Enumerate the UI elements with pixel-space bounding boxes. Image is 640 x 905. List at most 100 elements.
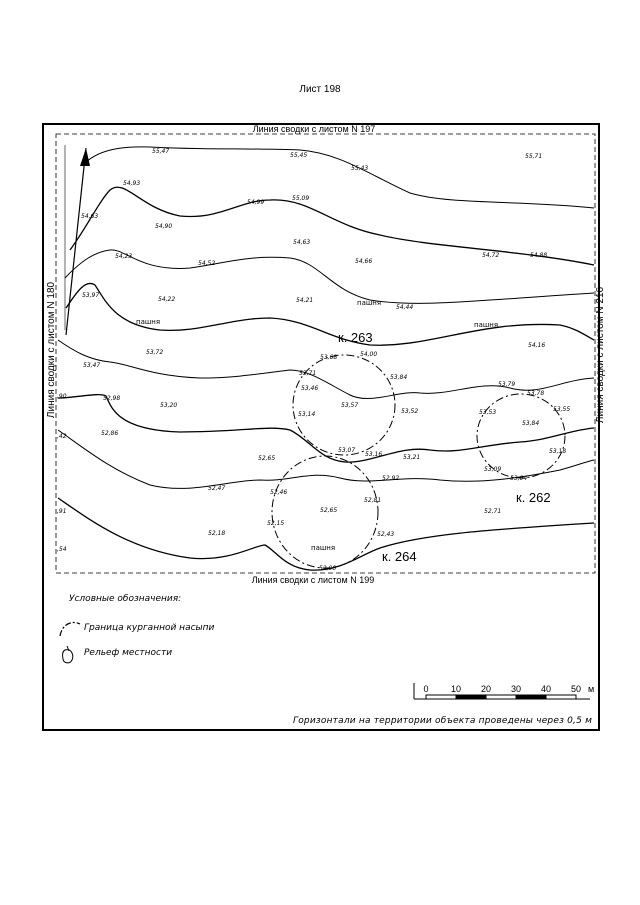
spot-height: 53,68 [320, 354, 337, 361]
mound-boundary-262 [476, 393, 566, 479]
contour-line [57, 497, 595, 571]
spot-height: 53,84 [522, 420, 539, 427]
spot-height: 54,88 [530, 252, 547, 259]
spot-height: 53,55 [553, 406, 570, 413]
contour-line [57, 429, 595, 489]
spot-height: 52,00 [319, 565, 336, 572]
spot-height: 54,00 [360, 351, 377, 358]
spot-height: 53,79 [498, 381, 515, 388]
spot-height: ,42 [57, 433, 67, 440]
scale-tick: 40 [541, 684, 551, 694]
spot-height: 54,63 [293, 239, 310, 246]
border-label-top: Линия сводки с листом N 197 [253, 124, 376, 134]
spot-height: 52,18 [208, 530, 225, 537]
field-label: пашня [474, 321, 498, 329]
legend-item-mound-boundary: Граница курганной насыпи [84, 623, 215, 633]
mound-boundaries [271, 354, 566, 569]
spot-height: 54,93 [123, 180, 140, 187]
spot-height: 52,71 [484, 508, 501, 515]
field-label: пашня [136, 318, 160, 326]
spot-height: 54,22 [158, 296, 175, 303]
spot-height: 53,57 [341, 402, 358, 409]
mound-boundary-263 [292, 354, 396, 456]
border-label-left: Линия сводки с листом N 180 [46, 281, 57, 418]
spot-height: 54,90 [155, 223, 172, 230]
spot-height: 52,46 [270, 489, 287, 496]
spot-height: 53,52 [401, 408, 418, 415]
spot-height: 52,43 [377, 531, 394, 538]
map-frame [42, 123, 600, 731]
spot-height: 55,47 [152, 148, 169, 155]
spot-height: 53,46 [301, 385, 318, 392]
spot-height: 55,43 [351, 165, 368, 172]
scale-tick: 10 [451, 684, 461, 694]
spot-height: 53,97 [82, 292, 99, 299]
spot-height: 52,15 [267, 520, 284, 527]
spot-height: 53,16 [365, 451, 382, 458]
scale-tick: 50 [571, 684, 581, 694]
spot-height: 53,84 [390, 374, 407, 381]
sheet-title: Лист 198 [299, 84, 341, 95]
spot-height: ,90 [57, 393, 67, 400]
mound-label-262: к. 262 [516, 490, 551, 505]
spot-height: 52,81 [364, 497, 381, 504]
spot-height: 54,21 [296, 297, 313, 304]
scale-bar: 0 10 20 30 40 50 м [413, 683, 594, 700]
legend-item-relief: Рельеф местности [84, 648, 173, 658]
spot-height: 54,44 [396, 304, 413, 311]
contour-line [85, 146, 595, 209]
spot-height: 54,72 [482, 252, 499, 259]
spot-height: 54,23 [115, 253, 132, 260]
spot-height: 53,72 [146, 349, 163, 356]
mound-boundary-icon [59, 621, 81, 637]
spot-height: 53,21 [403, 454, 420, 461]
spot-heights: 55,47 55,45 55,43 55,71 54,93 55,09 54,9… [57, 148, 570, 572]
spot-height: 53,14 [298, 411, 315, 418]
survey-boundary [55, 133, 596, 574]
spot-height: 52,86 [101, 430, 118, 437]
contour-line [65, 282, 595, 346]
spot-height: 52,92 [382, 475, 399, 482]
spot-height: ,54 [57, 546, 67, 553]
spot-height: 54,63 [81, 213, 98, 220]
scale-unit: м [588, 684, 594, 694]
spot-height: 54,52 [198, 260, 215, 267]
contour-interval-note: Горизонтали на территории объекта провед… [293, 716, 593, 726]
contour-lines [57, 146, 595, 571]
scale-tick: 20 [481, 684, 491, 694]
spot-height: 54,16 [528, 342, 545, 349]
mound-boundary-264 [271, 455, 379, 569]
spot-height: 53,07 [338, 447, 355, 454]
spot-height: 53,09 [484, 466, 501, 473]
spot-height: 53,71 [299, 370, 316, 377]
spot-height: 53,53 [479, 409, 496, 416]
field-label: пашня [311, 544, 335, 552]
spot-height: 54,66 [355, 258, 372, 265]
spot-height: 53,20 [160, 402, 177, 409]
spot-height: 53,18 [549, 448, 566, 455]
relief-icon [62, 645, 74, 664]
spot-height: 52,98 [103, 395, 120, 402]
spot-height: 52,47 [208, 485, 225, 492]
spot-height: 53,47 [83, 362, 100, 369]
spot-height: 52,65 [258, 455, 275, 462]
contour-line [64, 249, 595, 304]
legend-title: Условные обозначения: [69, 594, 182, 604]
spot-height: 55,71 [525, 153, 542, 160]
spot-height: 55,09 [292, 195, 309, 202]
border-label-right: Линия сводки с листом N 216 [595, 286, 606, 423]
spot-height: 53,04 [510, 475, 527, 482]
contour-line [69, 186, 595, 266]
border-label-bottom: Линия сводки с листом N 199 [252, 575, 375, 585]
contour-line [57, 339, 595, 399]
spot-height: 54,99 [247, 199, 264, 206]
contour-line [57, 393, 595, 463]
spot-height: 55,45 [290, 152, 307, 159]
scale-tick: 30 [511, 684, 521, 694]
field-label: пашня [357, 299, 381, 307]
spot-height: 52,65 [320, 507, 337, 514]
mound-label-263: к. 263 [338, 330, 373, 345]
scale-tick: 0 [423, 684, 428, 694]
spot-height: 53,78 [527, 390, 544, 397]
